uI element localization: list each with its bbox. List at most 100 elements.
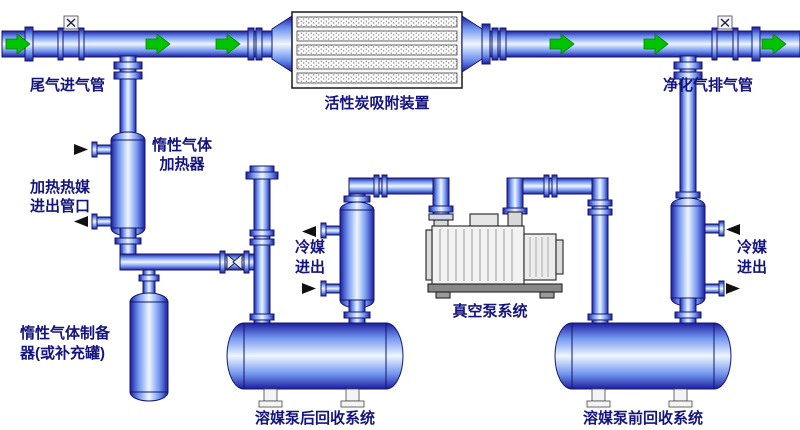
blind-cap — [249, 165, 275, 173]
label-inert-generator-line1: 惰性气体制备 — [20, 324, 111, 342]
tank-leg — [345, 388, 360, 402]
flange — [428, 205, 454, 213]
tank-leg — [591, 388, 606, 402]
standpipe-run — [253, 177, 271, 327]
coolant-out-arrow-icon — [302, 226, 316, 237]
flange — [491, 27, 499, 61]
coolant-nozzle — [704, 223, 721, 234]
label-heating-medium-line1: 加热热媒 — [29, 178, 91, 196]
label-carbon-adsorber: 活性炭吸附装置 — [324, 94, 429, 112]
flange — [113, 61, 143, 70]
standpipe — [245, 165, 279, 327]
flange — [249, 229, 275, 237]
inert-gas-heater-vessel — [110, 139, 146, 229]
label-heating-medium-line2: 进出管口 — [30, 197, 90, 215]
coolant-in-arrow-icon — [726, 224, 740, 235]
gate-valve-icon — [226, 253, 237, 271]
flange — [343, 195, 371, 203]
heating-medium-outlet-nozzle — [95, 216, 112, 227]
label-tail-gas-inlet: 尾气进气管 — [30, 76, 105, 94]
flange — [428, 213, 454, 221]
pump-discharge-run — [502, 174, 613, 327]
flange — [751, 26, 761, 62]
valve-cross-icon — [720, 18, 730, 28]
flange — [249, 313, 275, 321]
tank-foot — [340, 400, 365, 408]
flange — [675, 191, 701, 199]
flange — [499, 27, 507, 61]
carbon-beds — [296, 16, 458, 84]
labels: 尾气进气管 活性炭吸附装置 净化气排气管 惰性气体 加热器 加热热媒 进出管口 … — [19, 76, 768, 427]
flange — [587, 208, 613, 216]
flange — [247, 27, 255, 61]
cold-exchanger-right-assembly — [670, 55, 740, 327]
label-vacuum-pump: 真空泵系统 — [452, 302, 527, 320]
flange — [57, 27, 64, 61]
recovery-tank-left — [226, 322, 404, 408]
label-purified-gas-outlet: 净化气排气管 — [663, 76, 753, 94]
carbon-bed — [296, 30, 458, 42]
activated-carbon-adsorber — [291, 11, 463, 89]
generator-neck-pipe — [142, 269, 156, 295]
flange — [673, 61, 703, 70]
pump-end-plate — [425, 229, 433, 281]
heating-medium-inlet-nozzle — [95, 144, 112, 155]
pump-base — [427, 283, 563, 293]
tank-leg — [263, 388, 278, 402]
flange — [91, 213, 98, 230]
label-heater-line2: 加热器 — [158, 155, 205, 173]
tank-shell — [243, 322, 387, 390]
flange — [320, 222, 327, 239]
flange — [673, 71, 703, 80]
heater-discharge-run — [119, 250, 271, 295]
coolant-in-arrow-icon — [302, 283, 316, 294]
adsorber-inlet-reducer — [271, 15, 293, 73]
carbon-bed — [296, 72, 458, 84]
pump-top-housing — [469, 213, 499, 227]
flow-arrow-icon — [761, 33, 787, 55]
flange — [551, 174, 558, 198]
coolant-out-arrow-icon — [726, 283, 740, 294]
motor-end-cap — [555, 239, 564, 275]
coolant-nozzle — [704, 283, 721, 294]
flange — [114, 237, 142, 245]
pump-motor — [523, 233, 557, 281]
flange — [543, 174, 550, 198]
flange — [587, 313, 613, 321]
cold-exchanger-left-vessel — [339, 209, 375, 301]
pump-fins — [439, 229, 513, 281]
flange — [674, 311, 702, 319]
flange — [718, 220, 725, 237]
flange — [343, 311, 371, 319]
pump-outlet-stub — [507, 211, 523, 227]
flow-arrow-icon — [643, 33, 669, 55]
tank-shell — [571, 322, 715, 390]
label-tank-after-pump: 溶媒泵后回收系统 — [255, 409, 375, 427]
flange — [381, 174, 388, 198]
valve-cross-icon — [66, 18, 76, 28]
carbon-bed — [296, 58, 458, 70]
flange — [138, 274, 160, 282]
flange — [718, 280, 725, 297]
flange — [91, 141, 98, 158]
gate-valve-icon — [232, 253, 243, 271]
label-inert-generator-line2: 器(或补充罐) — [19, 344, 105, 362]
carbon-bed — [296, 44, 458, 56]
adsorber-outlet-reducer — [461, 15, 483, 73]
flow-arrows — [5, 33, 787, 55]
tank-leg — [673, 388, 688, 402]
motor-fins — [529, 237, 549, 277]
flange — [320, 280, 327, 297]
label-coolant-right-line1: 冷媒 — [737, 238, 768, 256]
flow-arrow-icon — [549, 33, 575, 55]
pump-foot — [435, 291, 451, 299]
flange — [711, 27, 718, 61]
flange — [219, 250, 226, 274]
tank-foot — [668, 400, 693, 408]
vacuum-pump-system — [425, 211, 564, 299]
cold-exchanger-right-vessel — [670, 205, 706, 299]
generator-vessel — [129, 301, 169, 393]
flange — [78, 27, 85, 61]
label-tank-before-pump: 溶媒泵前回收系统 — [583, 409, 703, 427]
